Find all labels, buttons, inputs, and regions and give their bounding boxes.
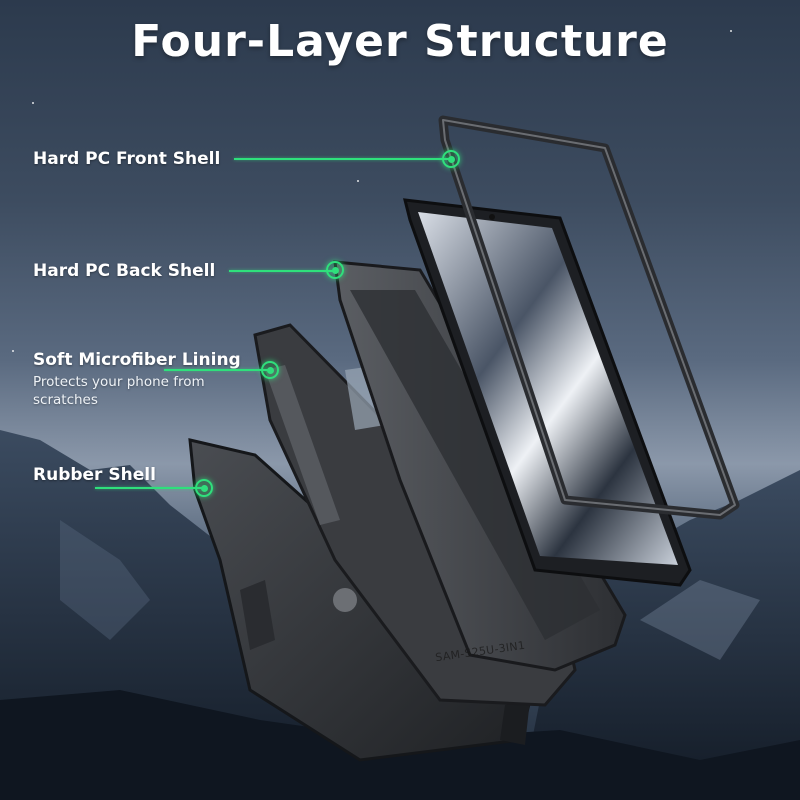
star-decoration [12,350,14,352]
star-decoration [730,30,732,32]
callout-leader-line [164,369,269,371]
star-decoration [32,102,34,104]
hard-pc-front-shell-layer [438,115,740,520]
callout-leader-line [95,487,203,489]
callout-leader-line [229,270,334,272]
callout-label-rubber-shell: Rubber Shell [33,465,156,485]
callout-target-icon [326,261,344,279]
page-title: Four-Layer Structure [131,16,669,67]
callout-leader-line [234,158,450,160]
star-decoration [357,180,359,182]
callout-target-icon [442,150,460,168]
callout-target-icon [261,361,279,379]
callout-description: Protects your phone from scratches [33,374,205,408]
callout-label-microfiber-lining: Soft Microfiber Lining [33,350,241,370]
callout-label-back-shell: Hard PC Back Shell [33,261,216,281]
callout-label-front-shell: Hard PC Front Shell [33,149,221,169]
callout-target-icon [195,479,213,497]
phone-device [403,198,692,587]
star-decoration [580,32,582,34]
